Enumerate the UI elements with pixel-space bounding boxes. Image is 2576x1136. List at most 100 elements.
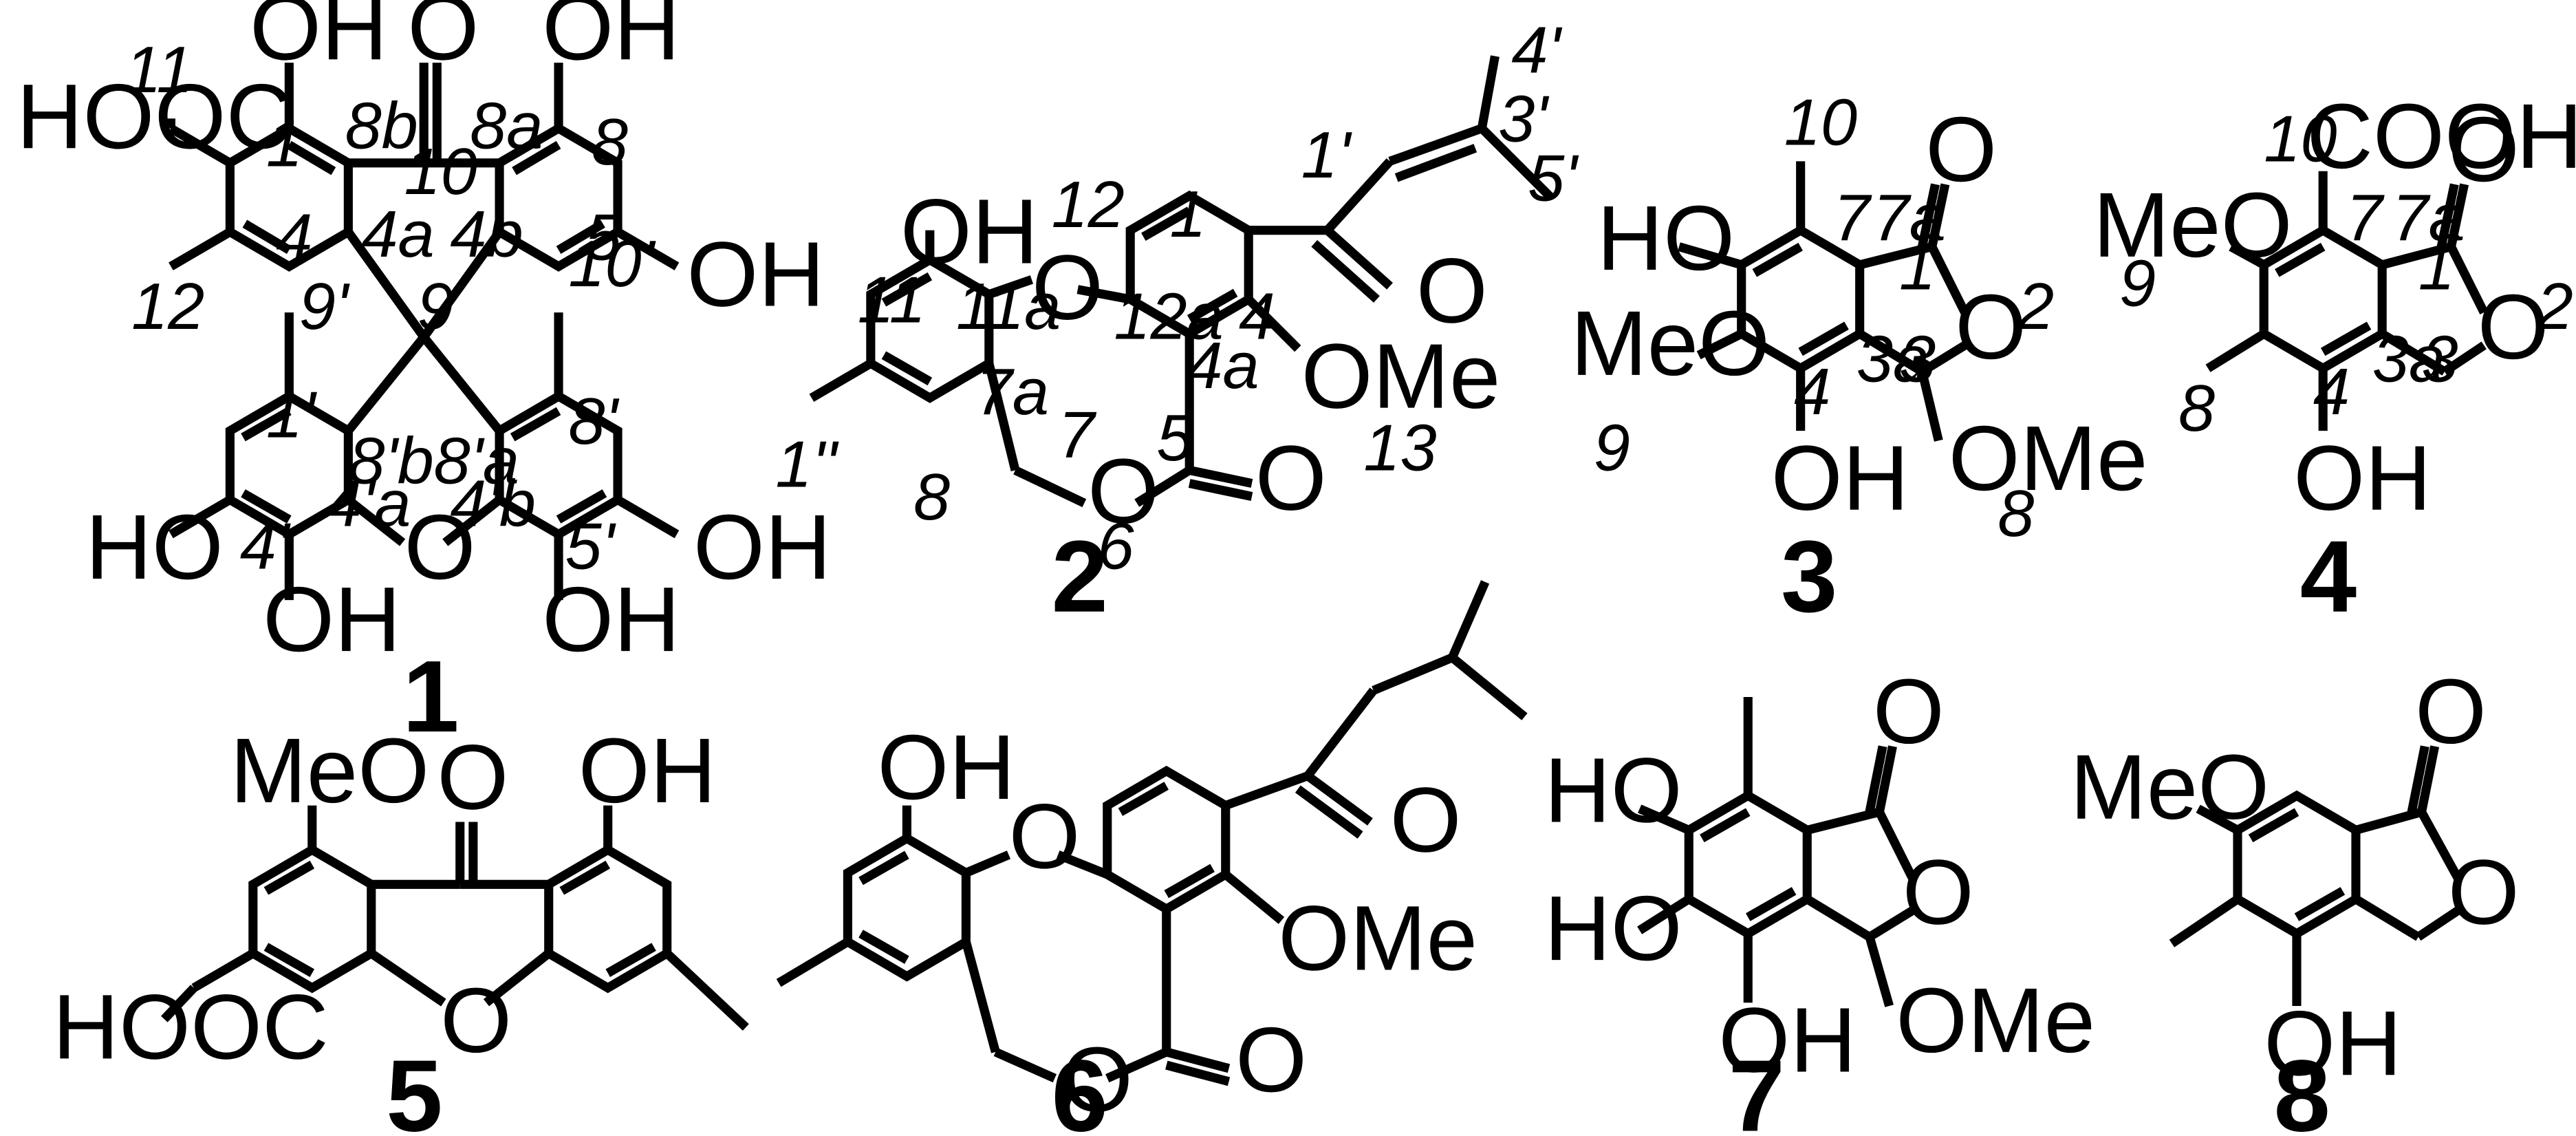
atom-label: OMe bbox=[1278, 887, 1478, 989]
bonds bbox=[161, 805, 749, 1031]
locant: 2 bbox=[2017, 270, 2054, 343]
locant: 8 bbox=[2178, 372, 2215, 445]
compound-id: 1 bbox=[402, 640, 459, 753]
locant: 10 bbox=[404, 136, 477, 208]
locant: 7a bbox=[1873, 182, 1946, 255]
atom-label: O bbox=[440, 969, 512, 1072]
compound-id: 2 bbox=[1052, 520, 1108, 634]
locant: 8' bbox=[568, 385, 619, 458]
locant: 7a bbox=[976, 356, 1049, 429]
atom-label: O bbox=[1087, 440, 1159, 543]
atom-labels: OH O O OMe O O bbox=[877, 716, 1478, 1131]
locant: 4' bbox=[240, 511, 291, 583]
atom-label: O bbox=[1925, 98, 1997, 201]
compound-2: OH O O OMe O O 4' 3' 5' 1' 12 1 11 11a 1… bbox=[775, 14, 1579, 633]
compound-id: 5 bbox=[386, 1040, 442, 1136]
compound-id: 3 bbox=[1781, 520, 1837, 634]
atom-label: HO bbox=[85, 496, 224, 599]
atom-label: MeO bbox=[1570, 292, 1770, 395]
compound-3: HO O O MeO OMe OH 10 7 7a 1 2 3 3a 4 9 8… bbox=[1570, 86, 2147, 633]
atom-label: OH bbox=[900, 180, 1039, 283]
bonds bbox=[809, 55, 1555, 508]
atom-label: O bbox=[1390, 769, 1462, 871]
bonds bbox=[776, 580, 1528, 1086]
locant: 5 bbox=[585, 202, 622, 275]
locant: 7 bbox=[2346, 182, 2385, 255]
locant: 9 bbox=[1594, 411, 1630, 484]
atom-label: HO bbox=[1544, 740, 1682, 842]
locant: 8 bbox=[592, 106, 628, 179]
compound-7: O HO O HO OMe OH 7 bbox=[1544, 661, 2095, 1136]
compound-5: MeO O OH HOOC O 5 bbox=[52, 720, 749, 1136]
locant: 7 bbox=[1833, 182, 1872, 255]
atom-label: O bbox=[437, 726, 508, 828]
locant: 8 bbox=[1998, 478, 2034, 550]
atom-label: MeO bbox=[230, 720, 429, 822]
atom-labels: O MeO O OH bbox=[2070, 661, 2519, 1095]
locant: 6 bbox=[1097, 511, 1134, 583]
bonds bbox=[1637, 696, 1916, 1007]
atom-label: O bbox=[1903, 842, 1974, 944]
atom-label: HO bbox=[1597, 187, 1735, 290]
compound-8: O MeO O OH 8 bbox=[2070, 661, 2519, 1136]
atom-label: OH bbox=[578, 720, 717, 822]
atom-labels: MeO O OH HOOC O bbox=[52, 720, 716, 1079]
atom-label: O bbox=[1061, 1029, 1133, 1131]
locant: 4 bbox=[1239, 280, 1275, 353]
atom-label: MeO bbox=[2093, 174, 2293, 277]
compound-1: OH O OH HOOC OH O HO OH OH OH 11 1 8b 10… bbox=[17, 0, 832, 753]
locant: 1' bbox=[1301, 119, 1352, 192]
atom-label: HO bbox=[1544, 877, 1682, 980]
atom-label: O bbox=[2415, 661, 2487, 763]
atom-label: O bbox=[2478, 276, 2549, 378]
atom-label: OH bbox=[693, 496, 832, 599]
numbering: 4' 3' 5' 1' 12 1 11 11a 12a 4 4a 7a 5 7 … bbox=[775, 14, 1579, 583]
locant: 1 bbox=[1899, 231, 1936, 304]
locant: 4'a bbox=[325, 468, 411, 541]
locant: 4a bbox=[361, 198, 434, 271]
locant: 4 bbox=[2313, 356, 2350, 429]
compound-id: 6 bbox=[1052, 1040, 1108, 1136]
locant: 13 bbox=[1363, 411, 1436, 484]
atom-label: OH bbox=[2293, 427, 2432, 530]
locant: 1 bbox=[2418, 231, 2455, 304]
numbering: 10 7 7a 1 2 3 3a 4 9 8 bbox=[1594, 86, 2054, 550]
locant: 10 bbox=[2264, 103, 2337, 175]
compound-4: COOH O MeO O OH 10 7 7a 1 2 9 3 3a 4 8 4 bbox=[2093, 85, 2576, 634]
atom-label: OH bbox=[877, 716, 1015, 819]
atom-label: OH bbox=[1771, 427, 1909, 530]
atom-label: O bbox=[2448, 842, 2520, 944]
atom-label: COOH bbox=[2306, 85, 2576, 188]
locant: 1'' bbox=[775, 428, 838, 501]
atom-label: OMe bbox=[1301, 325, 1501, 428]
atom-labels: COOH O MeO O OH bbox=[2093, 85, 2576, 530]
locant: 11a bbox=[956, 270, 1061, 343]
atom-label: O bbox=[407, 0, 479, 79]
locant: 7a bbox=[2392, 182, 2465, 255]
atom-label: OH bbox=[1718, 989, 1857, 1092]
locant: 1' bbox=[266, 379, 317, 452]
atom-label: O bbox=[1873, 661, 1945, 763]
atom-label: HOOC bbox=[17, 65, 292, 168]
atom-label: O bbox=[1008, 785, 1080, 888]
locant: 12 bbox=[131, 270, 204, 343]
compound-id: 4 bbox=[2300, 520, 2357, 634]
locant: 3' bbox=[1498, 83, 1549, 156]
locant: 10 bbox=[1784, 86, 1857, 159]
atom-label: O bbox=[1235, 1009, 1307, 1111]
locant: 9 bbox=[2119, 248, 2156, 321]
locant: 9 bbox=[418, 270, 454, 343]
atom-labels: HO O O MeO OMe OH bbox=[1570, 98, 2147, 530]
locant: 11 bbox=[125, 34, 193, 107]
locant: 3a bbox=[1857, 323, 1929, 396]
locant: 5' bbox=[565, 511, 616, 583]
locant: 2 bbox=[2536, 270, 2573, 343]
atom-label: OH bbox=[686, 224, 825, 326]
atom-label: MeO bbox=[2070, 736, 2269, 839]
numbering: 10 7 7a 1 2 9 3 3a 4 8 bbox=[2119, 103, 2573, 445]
locant: 12a bbox=[1114, 280, 1223, 353]
locant: 8b bbox=[345, 89, 418, 162]
atom-label: OMe bbox=[1949, 407, 2148, 510]
locant: 3 bbox=[2421, 323, 2458, 396]
